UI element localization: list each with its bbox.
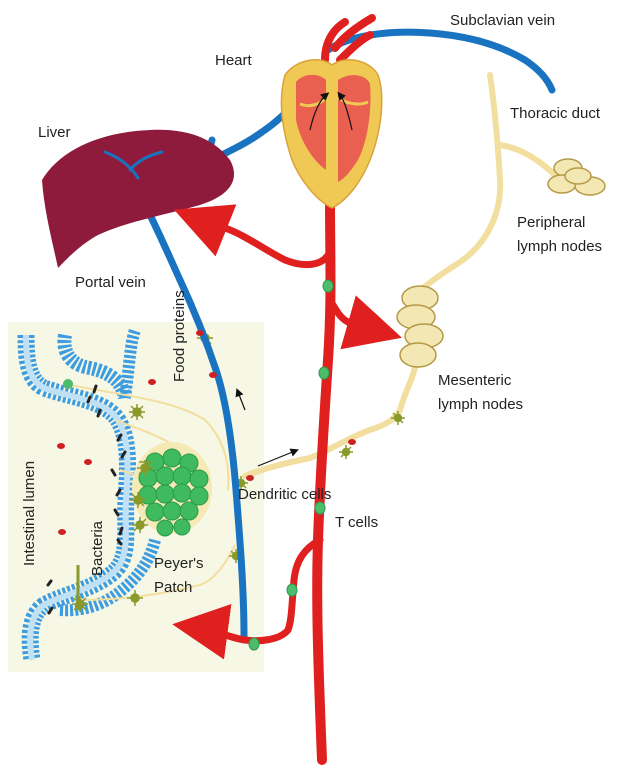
label-peripheral-line1: Peripheral (517, 212, 585, 234)
mesenteric-lymph-nodes (397, 286, 443, 367)
label-heart: Heart (215, 50, 252, 72)
t-cell-in-villus (63, 379, 73, 389)
label-food-proteins: Food proteins (171, 290, 188, 382)
heart (281, 60, 381, 208)
label-peyers-line2: Patch (154, 577, 192, 599)
peripheral-lymph-nodes (548, 159, 605, 195)
liver (42, 130, 234, 268)
label-mesenteric-line2: lymph nodes (438, 394, 523, 416)
label-portal-vein: Portal vein (75, 272, 146, 294)
label-liver: Liver (38, 122, 71, 144)
label-thoracic-duct: Thoracic duct (510, 103, 600, 125)
label-t-cells: T cells (335, 512, 378, 534)
label-bacteria: Bacteria (89, 521, 106, 576)
label-peyers-line1: Peyer's (154, 553, 204, 575)
label-intestinal-lumen: Intestinal lumen (21, 461, 38, 566)
label-mesenteric-line1: Mesenteric (438, 370, 511, 392)
label-dendritic-cells: Dendritic cells (238, 484, 331, 506)
label-peripheral-line2: lymph nodes (517, 236, 602, 258)
label-subclavian-vein: Subclavian vein (450, 10, 555, 32)
aortic-arch (325, 18, 372, 60)
